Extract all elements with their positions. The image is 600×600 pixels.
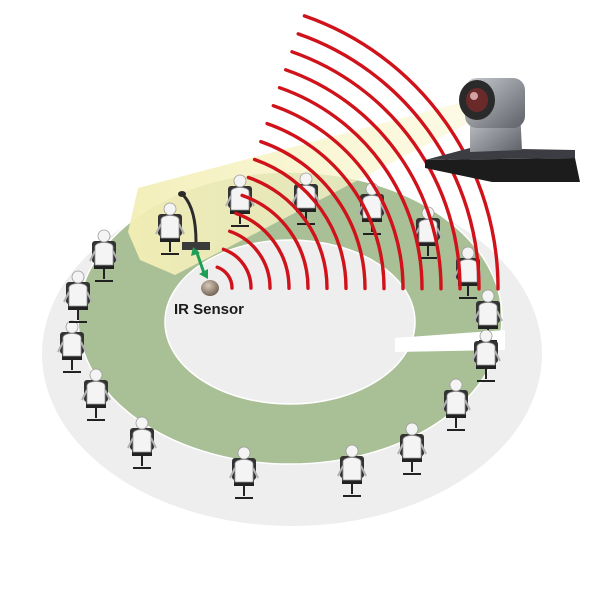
seated-person-icon bbox=[155, 202, 185, 255]
ir-sensor-label: IR Sensor bbox=[174, 301, 245, 318]
ir-wave-arc bbox=[234, 211, 291, 290]
ir-wave-arc bbox=[284, 68, 443, 291]
ir-wave-arc bbox=[228, 229, 272, 290]
seated-person-icon bbox=[441, 378, 471, 431]
seated-person-icon bbox=[471, 329, 501, 382]
seated-person-icon bbox=[473, 289, 503, 342]
ir-wave-arc bbox=[290, 50, 462, 291]
seated-person-icon bbox=[229, 446, 259, 499]
ir-wave-arc bbox=[246, 175, 329, 291]
ir-waves-group bbox=[215, 14, 500, 291]
ir-wave-arc bbox=[265, 121, 386, 291]
attendees-group bbox=[57, 172, 503, 499]
seated-person-icon bbox=[127, 416, 157, 469]
seated-person-icon bbox=[397, 422, 427, 475]
ir-wave-arc bbox=[271, 104, 405, 291]
seated-person-icon bbox=[337, 444, 367, 497]
gooseneck-microphone-icon bbox=[178, 191, 210, 250]
ir-wave-arc bbox=[277, 86, 424, 291]
ir-wave-arc bbox=[296, 32, 481, 291]
ir-wave-arc bbox=[240, 193, 310, 290]
double-arrow-icon bbox=[191, 247, 208, 279]
ir-wave-arc bbox=[221, 247, 253, 290]
ir-wave-arc bbox=[259, 139, 367, 291]
seated-person-icon bbox=[89, 229, 119, 282]
ir-sensor-icon bbox=[201, 280, 219, 296]
seated-person-icon bbox=[57, 320, 87, 373]
seated-person-icon bbox=[81, 368, 111, 421]
ir-wave-arc bbox=[252, 157, 348, 291]
ir-wave-arc bbox=[215, 265, 234, 290]
seated-person-icon bbox=[63, 270, 93, 323]
ptz-camera-icon bbox=[425, 78, 580, 182]
ir-wave-arc bbox=[302, 14, 500, 291]
